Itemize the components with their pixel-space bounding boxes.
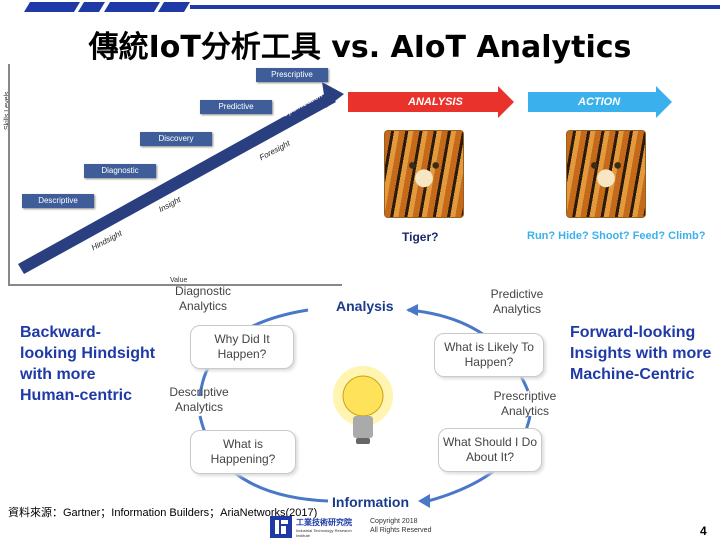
tiger-image-action bbox=[566, 130, 646, 218]
source-citation: 資料來源：Gartner；Information Builders；AriaNe… bbox=[8, 507, 318, 519]
copyright-line2: All Rights Reserved bbox=[370, 527, 432, 534]
backward-looking-text: Backward-looking Hindsight with more Hum… bbox=[20, 324, 156, 404]
what-is-happening-box: What is Happening? bbox=[190, 430, 296, 474]
page-number: 4 bbox=[700, 524, 707, 538]
stair-descriptive: Descriptive bbox=[22, 194, 94, 208]
what-should-i-do-box: What Should I Do About It? bbox=[438, 428, 542, 472]
what-likely-box: What is Likely To Happen? bbox=[434, 333, 544, 377]
forward-looking-text: Forward-looking Insights with more Machi… bbox=[570, 324, 712, 383]
stair-prescriptive: Prescriptive bbox=[256, 68, 328, 82]
analysis-cycle-label: Analysis bbox=[336, 298, 394, 314]
stair-diagnostic: Diagnostic bbox=[84, 164, 156, 178]
tiger-question: Tiger? bbox=[402, 230, 439, 244]
skills-value-chart: Descriptive Diagnostic Discovery Predict… bbox=[8, 64, 344, 286]
information-cycle-label: Information bbox=[332, 494, 409, 510]
x-axis-label: Value bbox=[170, 277, 188, 284]
org-name: 工業技術研究院 bbox=[296, 518, 352, 527]
descriptive-analytics-label: Descriptive Analytics bbox=[169, 385, 229, 414]
top-banner-decoration bbox=[24, 2, 720, 12]
stair-discovery: Discovery bbox=[140, 132, 212, 146]
copyright-line1: Copyright 2018 bbox=[370, 518, 418, 525]
stair-predictive: Predictive bbox=[200, 100, 272, 114]
diagonal-arrow bbox=[18, 82, 344, 274]
diagnostic-analytics-label: Diagnostic Analytics bbox=[174, 284, 232, 313]
tiger-image-analysis bbox=[384, 130, 464, 218]
flow-arrows bbox=[348, 86, 672, 118]
analysis-banner: ANALYSIS bbox=[408, 96, 463, 108]
why-did-it-happen-box: Why Did It Happen? bbox=[190, 325, 294, 369]
predictive-analytics-label: Predictive Analytics bbox=[490, 287, 544, 316]
action-options: Run? Hide? Shoot? Feed? Climb? bbox=[527, 230, 706, 242]
action-banner: ACTION bbox=[578, 96, 621, 108]
org-name-en: Industrial Technology Research Institute bbox=[296, 528, 352, 538]
page-title: 傳統IoT分析工具 vs. AIoT Analytics bbox=[88, 30, 632, 65]
itri-logo bbox=[270, 516, 292, 538]
prescriptive-analytics-label: Prescriptive Analytics bbox=[493, 389, 557, 418]
